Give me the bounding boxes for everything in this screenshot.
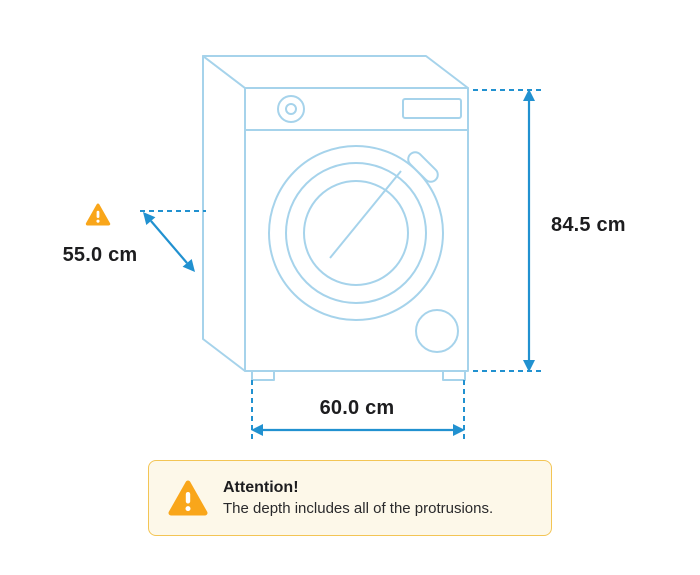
height-label: 84.5 cm (551, 214, 626, 236)
door-handle (407, 151, 439, 183)
display-panel (402, 98, 462, 119)
machine-side-panel (202, 55, 246, 372)
attention-box: Attention! The depth includes all of the… (148, 460, 552, 536)
warning-triangle-icon (85, 202, 111, 227)
attention-content: Attention! The depth includes all of the… (223, 479, 493, 517)
door-glass (303, 180, 409, 286)
depth-dimension-arrow (140, 210, 206, 272)
machine-foot-right (442, 370, 466, 381)
width-dimension-arrow (251, 380, 465, 440)
warning-triangle-icon (167, 478, 209, 518)
door-glass-reflection (329, 170, 402, 259)
attention-title: Attention! (223, 479, 299, 496)
program-dial-center (285, 103, 297, 115)
machine-top-panel (202, 55, 469, 89)
filter-hatch (415, 309, 459, 353)
depth-label: 55.0 cm (62, 244, 138, 266)
machine-foot-left (251, 370, 275, 381)
attention-text: The depth includes all of the protrusion… (223, 500, 494, 517)
washing-machine (202, 55, 469, 381)
height-dimension-arrow (473, 89, 543, 372)
width-label: 60.0 cm (319, 397, 395, 419)
